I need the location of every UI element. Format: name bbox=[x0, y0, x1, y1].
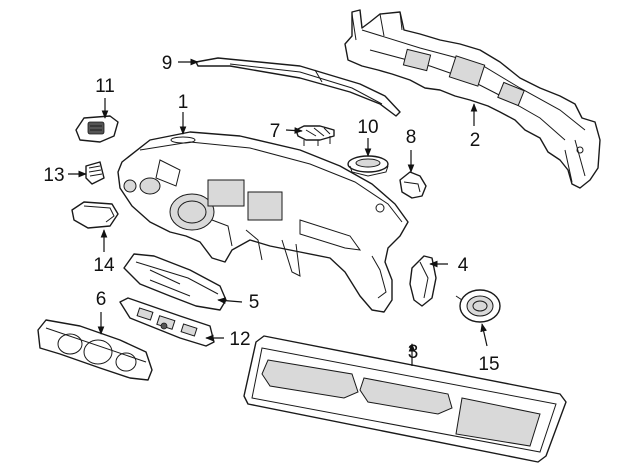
part-5-lower-panel bbox=[123, 253, 227, 311]
callout-8: 8 bbox=[406, 127, 417, 148]
part-14-duct bbox=[71, 201, 119, 229]
part-11-vent bbox=[75, 115, 119, 143]
part-9-defroster-strip bbox=[195, 57, 401, 117]
part-6-cluster-bezel bbox=[37, 319, 153, 381]
part-1-instrument-panel bbox=[117, 131, 409, 313]
part-10-speaker bbox=[347, 155, 389, 177]
callout-9: 9 bbox=[162, 53, 173, 74]
part-4-side-cover bbox=[409, 255, 437, 307]
part-15-speaker-ring bbox=[455, 289, 501, 323]
callout-2: 2 bbox=[470, 130, 481, 151]
part-12-radio-bezel bbox=[119, 297, 215, 347]
leader-lines bbox=[68, 58, 488, 366]
part-3-trim-panel bbox=[243, 335, 567, 463]
callout-11: 11 bbox=[95, 76, 115, 97]
part-13-vent bbox=[85, 161, 105, 185]
callout-10: 10 bbox=[357, 117, 378, 138]
leader-7 bbox=[285, 127, 303, 134]
callout-1: 1 bbox=[178, 92, 189, 113]
callout-13: 13 bbox=[43, 165, 64, 186]
callout-5: 5 bbox=[249, 292, 260, 313]
callout-6: 6 bbox=[96, 289, 107, 310]
leader-15 bbox=[480, 323, 488, 347]
callout-labels: 1 2 3 4 5 6 7 8 9 10 11 12 13 14 15 bbox=[43, 53, 499, 375]
part-2-crossmember bbox=[344, 9, 601, 189]
callout-7: 7 bbox=[270, 121, 281, 142]
part-8-end-cap bbox=[399, 171, 427, 199]
leader-5 bbox=[217, 297, 243, 304]
callout-4: 4 bbox=[458, 255, 469, 276]
callout-14: 14 bbox=[93, 255, 115, 276]
callout-12: 12 bbox=[229, 329, 250, 350]
part-7-bracket bbox=[295, 125, 335, 146]
callout-15: 15 bbox=[478, 354, 499, 375]
callout-3: 3 bbox=[408, 342, 419, 363]
